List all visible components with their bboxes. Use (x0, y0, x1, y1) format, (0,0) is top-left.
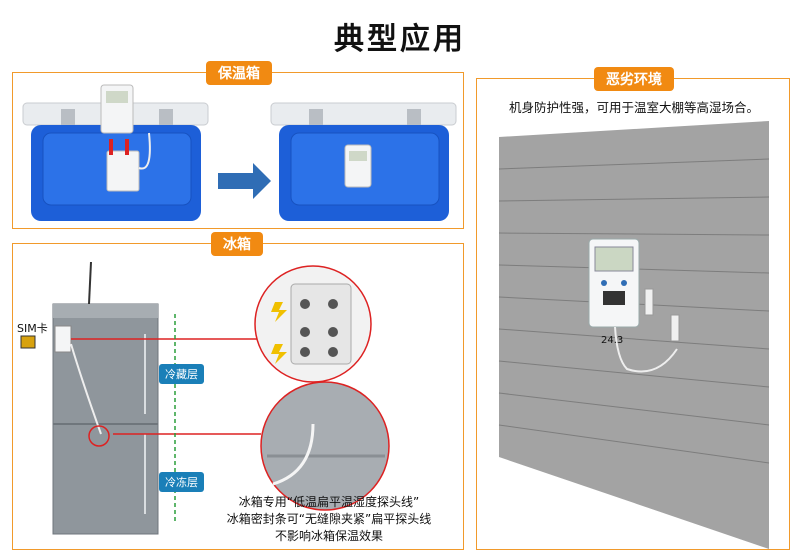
cold-storage-tag: 冷藏层 (159, 364, 204, 384)
panel-cooler-box: 保温箱 (12, 61, 464, 229)
panel-label-harsh-environment: 恶劣环境 (594, 67, 674, 91)
cooler-box-illustration (22, 84, 457, 221)
sim-card-label: SIM卡 (17, 322, 48, 335)
fridge-illustration (20, 261, 390, 535)
fridge-note: 冰箱专用“低温扁平温湿度探头线” 冰箱密封条可“无缝隙夹紧”扁平探头线 不影响冰… (209, 494, 449, 545)
lightning-icon (271, 302, 287, 322)
freezer-tag: 冷冻层 (159, 472, 204, 492)
panel-label-fridge: 冰箱 (211, 232, 263, 256)
panel-harsh-environment: 恶劣环境 机身防护性强，可用于温室大棚等高湿场合。 24.3 (476, 67, 790, 550)
lightning-icon (271, 344, 287, 364)
panel-fridge: 冰箱 SIM卡 冷藏层 冷冻层 冰箱专用“低温扁平温 (12, 232, 464, 550)
harsh-env-caption: 机身防护性强，可用于温室大棚等高湿场合。 (508, 100, 759, 115)
panel-label-cooler-box: 保温箱 (206, 61, 272, 85)
fridge-note-line-1: 冰箱专用“低温扁平温湿度探头线” (238, 495, 420, 509)
fridge-note-line-2: 冰箱密封条可“无缝隙夹紧”扁平探头线 (226, 512, 432, 526)
arrow-right-icon (218, 163, 271, 199)
cooler-box-closed (270, 102, 457, 221)
cooler-box-open (22, 84, 209, 221)
brick-wall-illustration (498, 121, 770, 549)
device-screen-reading: 24.3 (601, 335, 624, 346)
fridge-note-line-3: 不影响冰箱保温效果 (274, 529, 383, 543)
page-title: 典型应用 (334, 22, 466, 57)
